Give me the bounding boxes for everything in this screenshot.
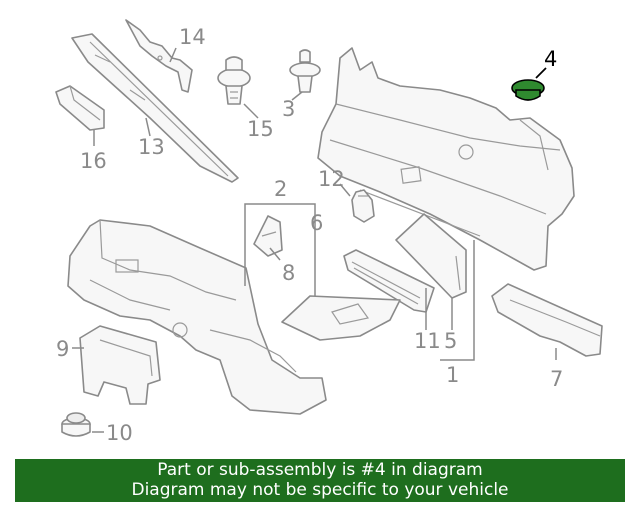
callout-16: 16: [80, 149, 107, 173]
callout-13: 13: [138, 135, 165, 159]
part-16-small-bracket: [55, 85, 105, 131]
callout-12: 12: [318, 167, 345, 191]
part-12-clip: [351, 189, 375, 223]
part-8-trim-piece: [253, 215, 283, 257]
part-14-bracket: [125, 19, 193, 93]
callout-15: 15: [247, 117, 274, 141]
callout-9: 9: [56, 337, 69, 361]
part-5-cover: [395, 213, 467, 299]
callout-7: 7: [550, 367, 563, 391]
leader-lines: [72, 47, 557, 433]
callout-10: 10: [106, 421, 133, 445]
callout-5: 5: [444, 329, 457, 353]
callout-1: 1: [446, 363, 459, 387]
callout-6: 6: [310, 211, 323, 235]
banner-line-2: Diagram may not be specific to your vehi…: [131, 480, 509, 500]
part-15-push-clip: [217, 56, 251, 105]
part-2-side-panel: [67, 219, 327, 415]
info-banner: Part or sub-assembly is #4 in diagram Di…: [15, 459, 625, 502]
part-4-plug: [511, 79, 545, 101]
callout-14: 14: [179, 25, 206, 49]
part-7-bracket: [491, 283, 603, 357]
part-10-nut: [61, 412, 91, 437]
part-6-floor-cover: [281, 295, 401, 341]
part-9-bracket: [79, 325, 161, 405]
callout-11: 11: [414, 329, 441, 353]
callout-2: 2: [274, 177, 287, 201]
callout-4: 4: [544, 47, 557, 71]
callout-labels: 14 13 16 15 3 12 2 6 8 11 5 1 7 9 10 4: [56, 25, 563, 445]
callout-3: 3: [282, 97, 295, 121]
part-3-clip: [289, 49, 321, 93]
part-13-trim-strip: [71, 33, 239, 183]
callout-8: 8: [282, 261, 295, 285]
part-1-rear-panel-trim: [317, 47, 575, 271]
banner-line-1: Part or sub-assembly is #4 in diagram: [157, 460, 483, 480]
